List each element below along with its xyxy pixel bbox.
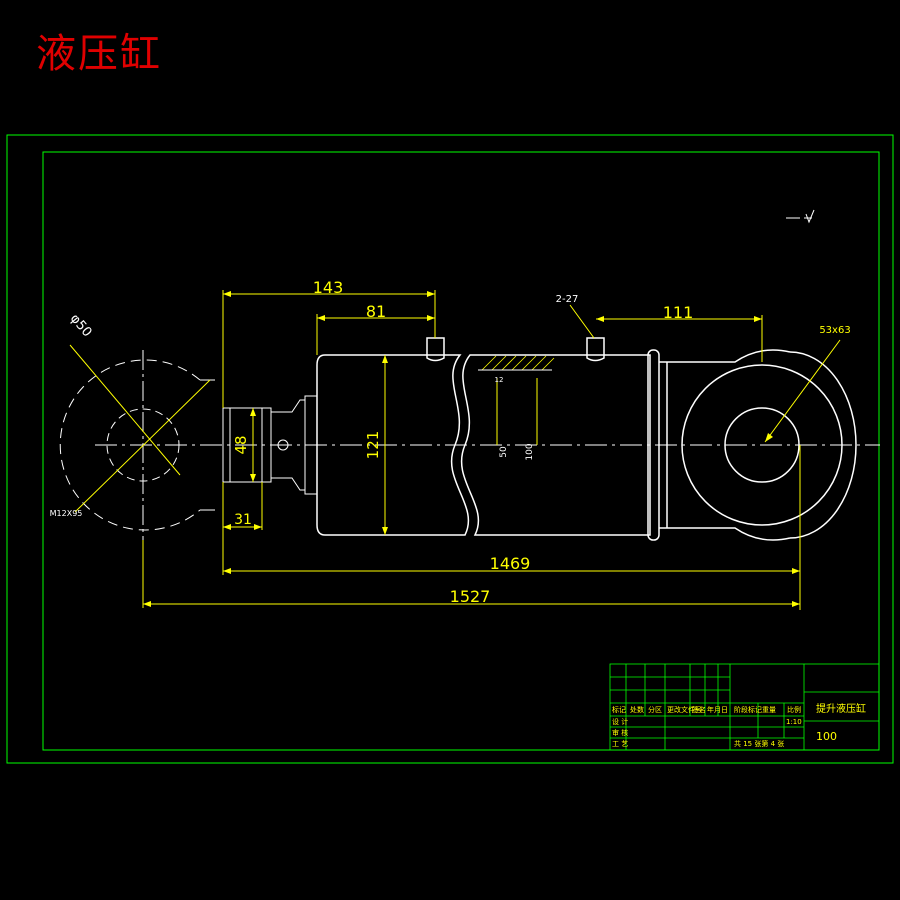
- tb-row-design: 设 计: [612, 717, 628, 726]
- inner-frame: [42, 151, 880, 751]
- dim-1469: 1469: [490, 554, 531, 573]
- dim-48: 48: [232, 435, 250, 454]
- dimension-lines: [69, 290, 841, 610]
- dim-121: 121: [364, 431, 382, 460]
- rod-end-view: [59, 359, 215, 531]
- dim-m12: M12X95: [50, 509, 83, 518]
- dim-100: 100: [525, 443, 535, 460]
- page-title: 液压缸: [36, 31, 162, 77]
- tb-header-5: 签名: [692, 705, 706, 714]
- tb-header-6: 年月日: [707, 705, 728, 714]
- tb-scale-value: 1:10: [786, 718, 802, 726]
- cylinder-barrel: [316, 337, 660, 541]
- dim-31: 31: [234, 512, 252, 528]
- tb-sheet: 共 15 张第 4 张: [734, 739, 784, 748]
- roughness-mark: [786, 209, 815, 224]
- dim-53x63: 53x63: [819, 325, 850, 336]
- title-block: [609, 663, 880, 751]
- dim-143: 143: [313, 278, 344, 297]
- title-block-text: 标记 处数 分区 更改文件号 签名 年月日 设 计 审 核 工 艺 阶段标记 重…: [612, 702, 866, 748]
- roughness-12: 12: [495, 376, 504, 384]
- clevis-eye: [659, 349, 857, 541]
- tb-row-review: 审 核: [612, 728, 628, 737]
- outer-frame: [6, 134, 894, 764]
- section-hatch: [481, 355, 555, 371]
- tb-part-name: 提升液压缸: [816, 702, 866, 715]
- tb-spec-weight: 重量: [762, 706, 776, 714]
- dim-81: 81: [366, 302, 386, 321]
- dim-50: 50: [499, 446, 509, 458]
- tb-header-2: 处数: [630, 705, 644, 714]
- dim-phi50: φ50: [67, 311, 95, 340]
- arrowheads: [143, 291, 800, 607]
- tb-header-4: 更改文件号: [667, 705, 702, 714]
- dim-1527: 1527: [450, 587, 491, 606]
- tb-number: 100: [816, 730, 837, 743]
- tb-header-3: 分区: [648, 705, 662, 714]
- dim-2-27: 2-27: [556, 294, 579, 305]
- tb-header-1: 标记: [612, 705, 626, 714]
- tb-row-process: 工 艺: [612, 740, 628, 748]
- tb-spec-stage: 阶段标记: [734, 705, 762, 714]
- dim-111: 111: [663, 303, 694, 322]
- tb-spec-scale: 比例: [787, 705, 801, 714]
